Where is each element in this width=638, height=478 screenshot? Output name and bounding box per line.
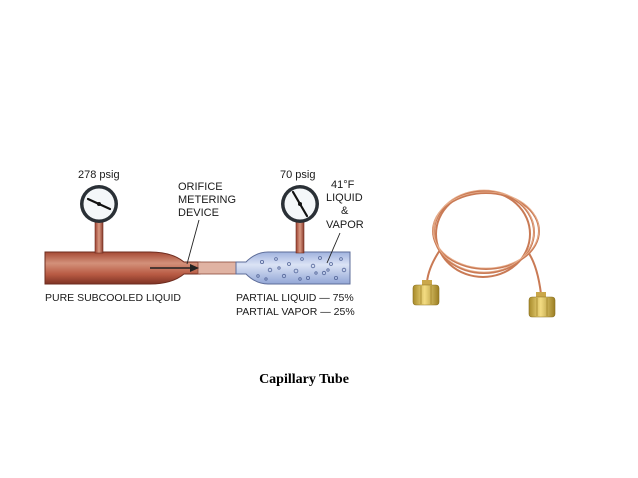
flow-arrow-icon <box>150 264 199 272</box>
capillary-tube-product-image <box>412 189 556 318</box>
high-gauge-label: 278 psig <box>78 169 120 181</box>
temp-label-line-1: 41°F <box>331 179 355 191</box>
temp-label-line-4: VAPOR <box>326 219 364 231</box>
orifice-restriction <box>197 261 239 275</box>
temp-label-line-3: & <box>341 205 349 217</box>
low-pressure-pipe <box>235 251 351 285</box>
orifice-label-line-3: DEVICE <box>178 207 219 219</box>
high-pressure-gauge <box>80 185 118 254</box>
orifice-label-line-2: METERING <box>178 194 236 206</box>
low-gauge-label: 70 psig <box>280 169 315 181</box>
orifice-label-line-1: ORIFICE <box>178 181 223 193</box>
pipe-system <box>44 251 351 285</box>
flare-nut-right <box>528 292 556 318</box>
vapor-bubbles <box>256 256 347 281</box>
figure-caption: Capillary Tube <box>259 372 349 387</box>
orifice-pointer-line <box>186 219 200 265</box>
low-pressure-gauge <box>281 185 319 254</box>
flare-nut-left <box>412 280 440 306</box>
outlet-label-liquid: PARTIAL LIQUID — 75% <box>236 292 354 304</box>
temp-label-line-2: LIQUID <box>326 192 363 204</box>
outlet-label-vapor: PARTIAL VAPOR — 25% <box>236 306 355 318</box>
vapor-pointer-line <box>326 232 341 264</box>
inlet-label: PURE SUBCOOLED LIQUID <box>45 292 181 304</box>
